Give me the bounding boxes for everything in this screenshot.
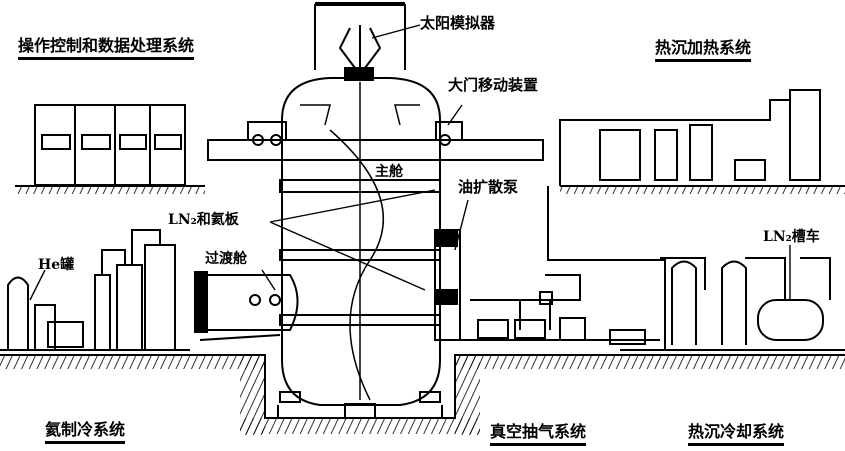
vacuum-pumps (460, 186, 666, 350)
label-he-tank: He罐 (38, 257, 75, 273)
diffusion-pump (434, 229, 461, 341)
label-ln2-tanker: LN₂槽车 (763, 229, 820, 245)
helium-equipment (0, 229, 190, 351)
solar-simulator (314, 2, 406, 81)
transfer-chamber (194, 271, 299, 341)
label-sink-heating: 热沉加热系统 (655, 40, 752, 62)
label-control-system: 操作控制和数据处理系统 (18, 38, 195, 60)
label-transfer-chamber: 过渡舱 (205, 251, 247, 267)
label-diffusion-pump: 油扩散泵 (458, 178, 519, 196)
label-ln2-panels: LN₂和氦板 (168, 212, 239, 228)
label-sink-cooling: 热沉冷却系统 (688, 424, 785, 446)
door-rail (207, 121, 544, 161)
label-helium-refrigeration: 氦制冷系统 (45, 422, 126, 444)
control-cabinets (34, 104, 186, 186)
sink-heating-equipment (559, 89, 821, 186)
sink-cooling-equipment (620, 257, 845, 351)
leader-lines (29, 24, 791, 301)
label-main-chamber: 主舱 (375, 164, 403, 180)
main-chamber (277, 77, 443, 419)
label-door-mover: 大门移动装置 (448, 76, 539, 94)
ground (0, 185, 845, 435)
label-vacuum-pumping: 真空抽气系统 (490, 424, 587, 446)
label-solar-simulator: 太阳模拟器 (420, 14, 496, 32)
